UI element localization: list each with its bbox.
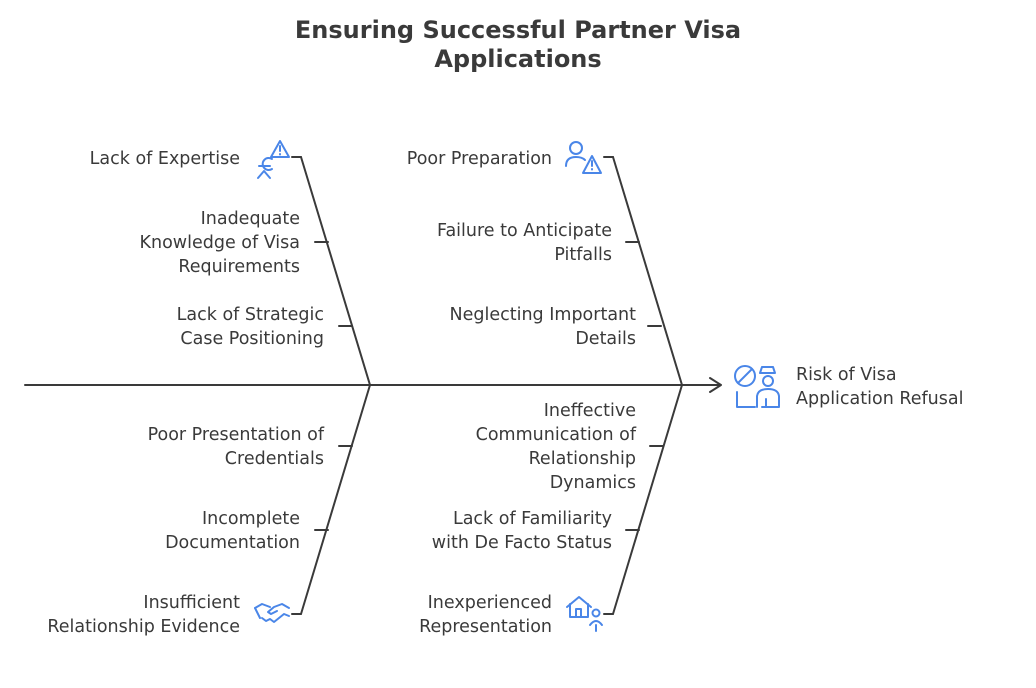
house-person-icon [566, 596, 603, 632]
cause-documentation: Incomplete Documentation [165, 509, 300, 553]
cause-communication: Ineffective Communication of Relationshi… [475, 401, 636, 493]
category-evidence: Insufficient Relationship Evidence [47, 593, 240, 637]
effect-label: Risk of Visa Application Refusal [796, 365, 964, 409]
cause-defacto: Lack of Familiarity with De Facto Status [431, 509, 612, 553]
category-representation: Inexperienced Representation [419, 593, 552, 637]
cause-credentials: Poor Presentation of Credentials [147, 425, 324, 469]
visa-refusal-icon [734, 365, 780, 408]
category-preparation: Poor Preparation [406, 149, 552, 169]
bone-evidence [300, 384, 371, 615]
bone-expertise [300, 156, 371, 386]
diagram-title: Ensuring Successful Partner Visa Applica… [294, 16, 742, 73]
cause-knowledge: Inadequate Knowledge of Visa Requirement… [139, 209, 300, 277]
cause-strategic: Lack of Strategic Case Positioning [176, 305, 324, 349]
cause-details: Neglecting Important Details [449, 305, 636, 349]
bone-preparation [612, 156, 683, 386]
expertise-warning-icon [257, 140, 290, 179]
category-expertise: Lack of Expertise [89, 149, 240, 169]
handshake-icon [254, 603, 290, 623]
bone-representation [612, 384, 683, 615]
spine-arrowhead [709, 377, 722, 393]
person-warning-icon [565, 141, 602, 174]
cause-pitfalls: Failure to Anticipate Pitfalls [437, 221, 612, 265]
